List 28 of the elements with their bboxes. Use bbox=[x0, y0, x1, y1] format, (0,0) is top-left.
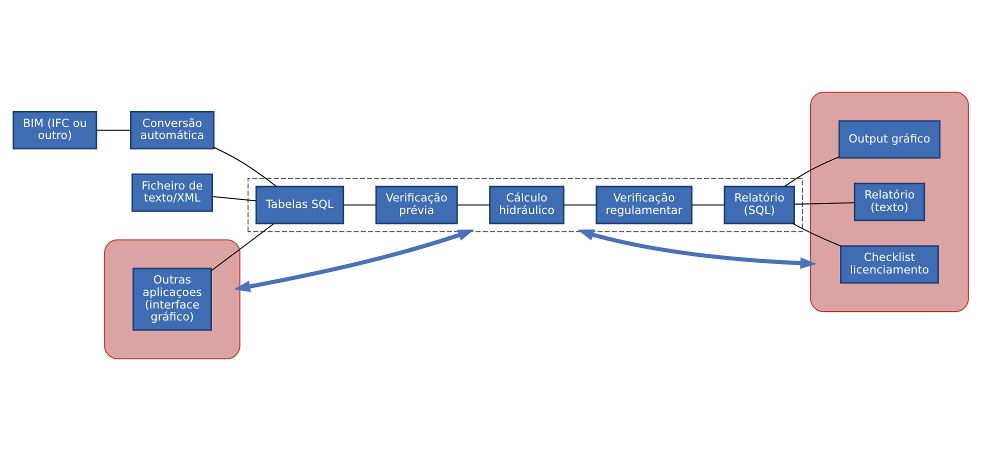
node-box: Ficheiro de texto/XML bbox=[132, 173, 213, 212]
connector bbox=[344, 204, 376, 206]
node-box: Checklist licenciamento bbox=[840, 244, 939, 284]
connector bbox=[210, 222, 274, 271]
node-box: Conversão automática bbox=[130, 110, 214, 149]
connector bbox=[784, 156, 840, 186]
node-box: Tabelas SQL bbox=[255, 185, 344, 224]
node-box: BIM (IFC ou outro) bbox=[12, 110, 98, 149]
node-box: Relatório (texto) bbox=[854, 182, 926, 221]
node-box: Output gráfico bbox=[838, 120, 940, 158]
connector bbox=[457, 204, 490, 206]
arrow bbox=[234, 229, 474, 292]
node-box: Verificação prévia bbox=[375, 185, 458, 224]
connector bbox=[792, 222, 841, 246]
cluster bbox=[248, 177, 803, 232]
connector bbox=[96, 129, 131, 130]
cluster bbox=[810, 91, 969, 312]
node-box: Verificação regulamentar bbox=[596, 185, 692, 224]
connector bbox=[214, 146, 277, 186]
node-box: Outras aplicaçoes (interface gráfico) bbox=[132, 267, 212, 330]
cluster bbox=[104, 238, 240, 359]
node-box: Cálculo hidráulico bbox=[489, 185, 564, 224]
node-box: Relatório (SQL) bbox=[724, 185, 795, 224]
connector bbox=[692, 204, 724, 206]
connector bbox=[212, 196, 256, 201]
connector bbox=[564, 204, 596, 206]
connector bbox=[794, 202, 854, 204]
arrow bbox=[577, 228, 817, 268]
